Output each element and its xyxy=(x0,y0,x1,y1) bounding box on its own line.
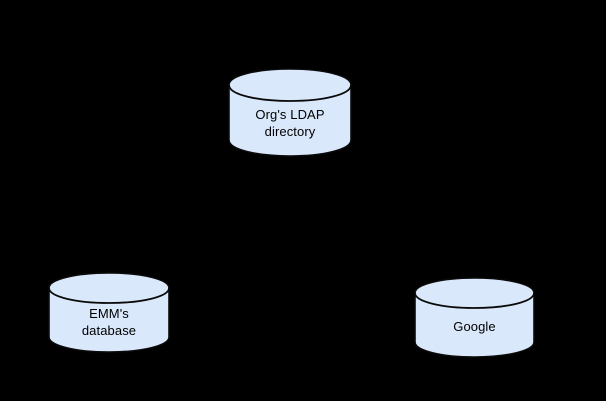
database-cylinder-icon xyxy=(414,277,535,358)
database-cylinder-icon xyxy=(48,272,170,353)
node-emms-database[interactable]: EMM's database xyxy=(48,272,170,353)
node-google[interactable]: Google xyxy=(414,277,535,358)
database-cylinder-icon xyxy=(228,68,352,157)
node-orgs-ldap-directory[interactable]: Org's LDAP directory xyxy=(228,68,352,157)
